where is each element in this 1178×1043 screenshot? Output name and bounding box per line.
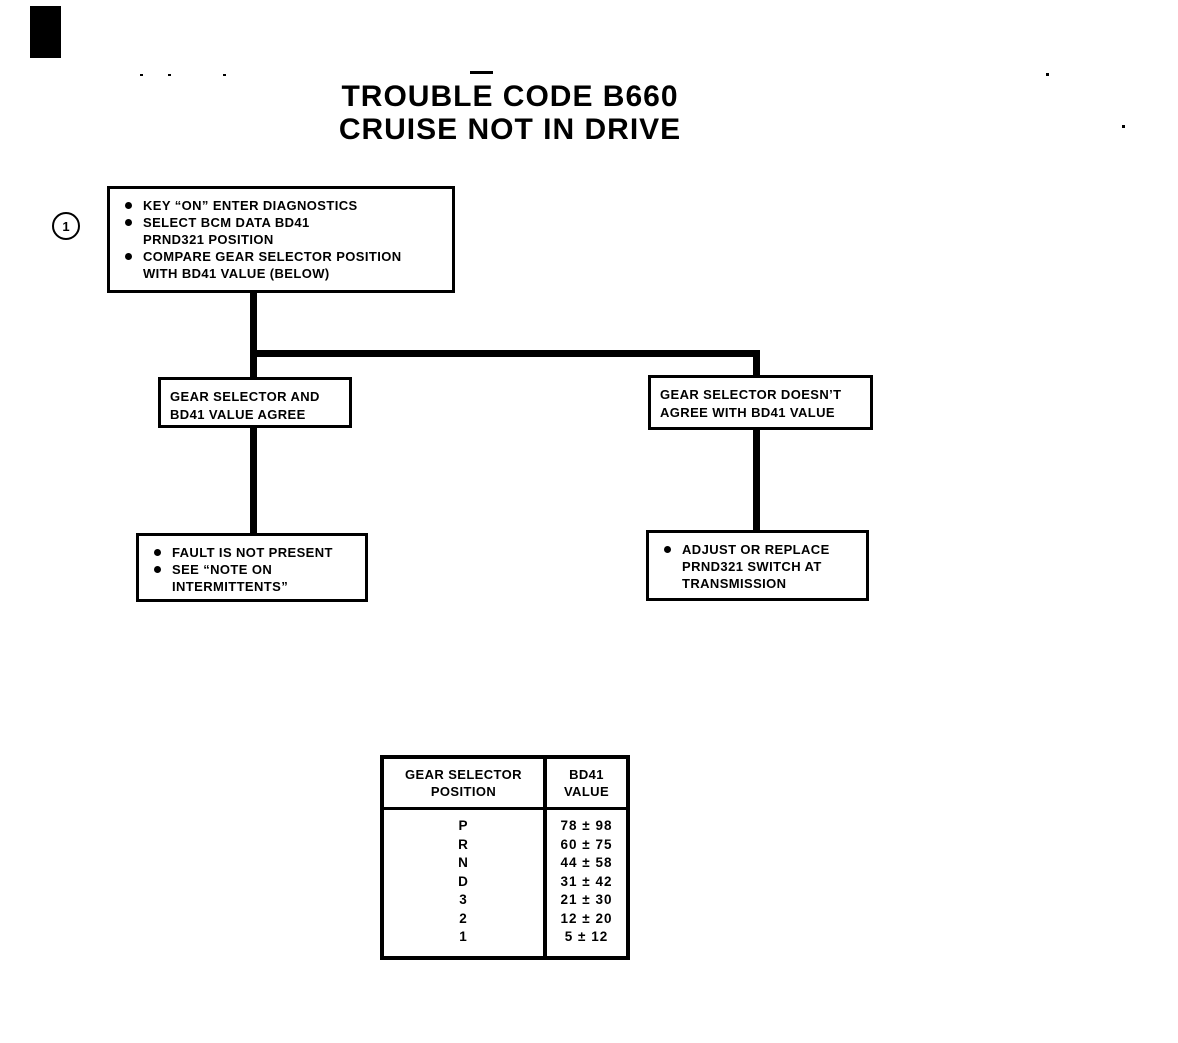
table-body: P 78 ± 98 R 60 ± 75 N 44 ± 58 D 31 ± 42 … bbox=[384, 810, 626, 947]
outcome-agree-box: FAULT IS NOT PRESENT SEE “NOTE ON INTERM… bbox=[136, 533, 368, 602]
connector-left-branch-down bbox=[250, 350, 257, 379]
table-row: R 60 ± 75 bbox=[384, 836, 626, 855]
outcome-agree-item-2: SEE “NOTE ON INTERMITTENTS” bbox=[145, 561, 359, 595]
bullet-icon bbox=[125, 219, 132, 226]
outcome-disagree-item-1: ADJUST OR REPLACE PRND321 SWITCH AT TRAN… bbox=[655, 541, 860, 592]
outcome-agree-item-1-text: FAULT IS NOT PRESENT bbox=[172, 545, 333, 560]
bullet-icon bbox=[125, 253, 132, 260]
step-number: 1 bbox=[62, 218, 70, 234]
bd41-value: 5 ± 12 bbox=[564, 929, 609, 944]
table-header-position: GEAR SELECTOR POSITION bbox=[405, 767, 522, 799]
connector-start-down bbox=[250, 291, 257, 357]
outcome-disagree-item-1-text: ADJUST OR REPLACE PRND321 SWITCH AT TRAN… bbox=[682, 542, 830, 591]
start-step-2: SELECT BCM DATA BD41 PRND321 POSITION bbox=[116, 214, 446, 248]
bd41-value: 31 ± 42 bbox=[560, 873, 613, 889]
table-row: D 31 ± 42 bbox=[384, 873, 626, 892]
scan-speck bbox=[168, 74, 171, 76]
connector-left-outcome-down bbox=[250, 426, 257, 535]
bullet-icon bbox=[154, 549, 161, 556]
scan-dash bbox=[470, 71, 493, 74]
page-title: TROUBLE CODE B660 CRUISE NOT IN DRIVE bbox=[338, 80, 682, 146]
start-step-2-text: SELECT BCM DATA BD41 PRND321 POSITION bbox=[143, 215, 310, 247]
bullet-icon bbox=[154, 566, 161, 573]
start-step-3-text: COMPARE GEAR SELECTOR POSITION WITH BD41… bbox=[143, 249, 402, 281]
table-header-value: BD41 VALUE bbox=[563, 767, 610, 799]
bd41-value: 78 ± 98 bbox=[560, 818, 613, 833]
table-row: 1 5 ± 12 bbox=[384, 928, 626, 947]
branch-disagree-text: GEAR SELECTOR DOESN’T AGREE WITH BD41 VA… bbox=[660, 387, 842, 420]
bd41-value: 60 ± 75 bbox=[560, 836, 613, 852]
bd41-value: 12 ± 20 bbox=[560, 910, 613, 926]
connector-right-branch-down bbox=[753, 350, 760, 378]
bd41-value-table: GEAR SELECTOR POSITION BD41 VALUE P 78 ±… bbox=[380, 755, 630, 960]
table-header-divider bbox=[384, 807, 626, 810]
step-number-badge: 1 bbox=[52, 212, 80, 240]
start-step-1: KEY “ON” ENTER DIAGNOSTICS bbox=[116, 197, 446, 214]
scan-mark-corner bbox=[30, 6, 61, 58]
scan-speck bbox=[223, 74, 226, 76]
table-row: 3 21 ± 30 bbox=[384, 891, 626, 910]
gear-position: N bbox=[458, 855, 469, 870]
gear-position: R bbox=[458, 836, 469, 852]
bullet-icon bbox=[664, 546, 671, 553]
branch-agree-box: GEAR SELECTOR AND BD41 VALUE AGREE bbox=[158, 377, 352, 428]
start-box: KEY “ON” ENTER DIAGNOSTICS SELECT BCM DA… bbox=[107, 186, 455, 293]
connector-right-outcome-down bbox=[753, 428, 760, 532]
scan-speck bbox=[1122, 125, 1125, 128]
bullet-icon bbox=[125, 202, 132, 209]
scan-speck bbox=[1046, 73, 1049, 76]
gear-position: 2 bbox=[459, 910, 468, 926]
outcome-agree-item-2-text: SEE “NOTE ON INTERMITTENTS” bbox=[172, 562, 289, 594]
branch-disagree-box: GEAR SELECTOR DOESN’T AGREE WITH BD41 VA… bbox=[648, 375, 873, 430]
bd41-value: 44 ± 58 bbox=[560, 855, 613, 870]
start-step-1-text: KEY “ON” ENTER DIAGNOSTICS bbox=[143, 198, 358, 213]
scan-speck bbox=[140, 74, 143, 76]
gear-position: D bbox=[458, 873, 469, 889]
table-row: 2 12 ± 20 bbox=[384, 910, 626, 929]
outcome-disagree-box: ADJUST OR REPLACE PRND321 SWITCH AT TRAN… bbox=[646, 530, 869, 601]
outcome-agree-item-1: FAULT IS NOT PRESENT bbox=[145, 544, 359, 561]
start-step-3: COMPARE GEAR SELECTOR POSITION WITH BD41… bbox=[116, 248, 446, 282]
gear-position: 1 bbox=[459, 929, 468, 944]
branch-agree-text: GEAR SELECTOR AND BD41 VALUE AGREE bbox=[170, 389, 320, 422]
gear-position: 3 bbox=[459, 892, 468, 907]
gear-position: P bbox=[458, 818, 469, 833]
table-column-divider bbox=[543, 759, 547, 956]
bd41-value: 21 ± 30 bbox=[560, 892, 613, 907]
connector-horizontal bbox=[250, 350, 760, 357]
table-row: N 44 ± 58 bbox=[384, 854, 626, 873]
table-row: P 78 ± 98 bbox=[384, 817, 626, 836]
